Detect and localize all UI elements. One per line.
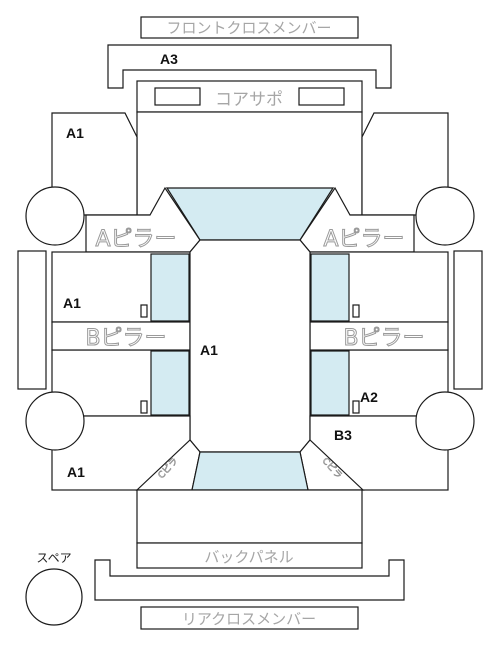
door-handle-front-left bbox=[140, 304, 148, 318]
rear-window bbox=[191, 451, 309, 491]
b-pillar-right-label: Bピラー bbox=[343, 326, 424, 351]
grade-a1-front-left: A1 bbox=[66, 125, 84, 141]
front-cross-member bbox=[140, 16, 359, 39]
grade-a1-center: A1 bbox=[200, 342, 218, 358]
rocker-panel-left bbox=[17, 250, 47, 390]
grade-a1-rear-left: A1 bbox=[67, 464, 85, 480]
a-pillar-left-label: Aピラー bbox=[95, 227, 176, 252]
headlight-left bbox=[154, 87, 201, 106]
side-window-front-left bbox=[150, 253, 190, 322]
door-handle-rear-left bbox=[140, 400, 148, 414]
door-handle-front-right bbox=[352, 304, 360, 318]
grade-a3-front: A3 bbox=[160, 51, 178, 67]
spare-tire bbox=[25, 568, 83, 626]
wheel-front-right bbox=[415, 186, 475, 246]
rear-cross-member-label: リアクロスメンバー bbox=[182, 610, 316, 628]
side-window-front-right bbox=[310, 253, 350, 322]
headlight-right bbox=[298, 87, 345, 106]
core-support-label: コアサポ bbox=[215, 90, 283, 110]
b-pillar-left bbox=[51, 321, 191, 351]
side-window-rear-right bbox=[310, 350, 350, 416]
grade-b3-right: B3 bbox=[334, 427, 352, 443]
wheel-front-left bbox=[25, 186, 85, 246]
a-pillar-right-label: Aピラー bbox=[323, 227, 404, 252]
back-panel bbox=[136, 542, 363, 569]
rear-cross-member bbox=[140, 606, 359, 630]
back-panel-label: バックパネル bbox=[204, 548, 293, 566]
door-handle-rear-right bbox=[352, 400, 360, 414]
b-pillar-left-label: Bピラー bbox=[85, 326, 166, 351]
front-cross-member-label: フロントクロスメンバー bbox=[166, 19, 331, 37]
spare-label: スペア bbox=[36, 551, 71, 565]
wheel-rear-left bbox=[25, 391, 85, 451]
b-pillar-right bbox=[309, 321, 449, 351]
side-window-rear-left bbox=[150, 350, 190, 416]
rear-bumper bbox=[94, 559, 405, 601]
grade-a1-mid-left: A1 bbox=[63, 295, 81, 311]
grade-a2-right: A2 bbox=[360, 389, 378, 405]
wheel-rear-right bbox=[415, 391, 475, 451]
front-bumper bbox=[107, 44, 392, 89]
trunk bbox=[136, 489, 363, 544]
rocker-panel-right bbox=[453, 250, 483, 390]
